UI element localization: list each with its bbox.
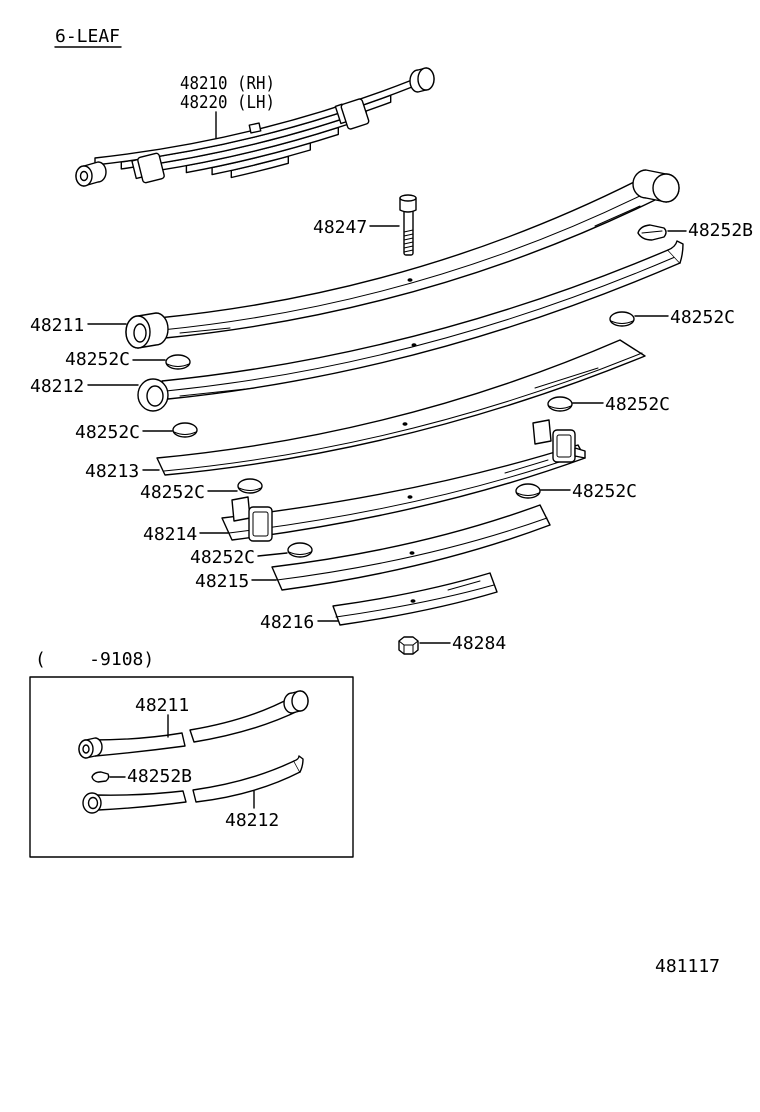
callout-48212: 48212: [30, 376, 84, 397]
inset-panel: 48211 48252B 48212: [29, 676, 354, 858]
assembly-left-clamp: [131, 152, 165, 184]
spring-clip: [637, 224, 667, 241]
callout-assembly-rh: 48210 (RH): [180, 73, 275, 94]
silencer-pad: [165, 354, 191, 370]
silencer-pad: [547, 396, 573, 412]
leaf-48211: [125, 169, 680, 349]
callout-48214: 48214: [143, 524, 197, 545]
callout-48252c: 48252C: [670, 307, 735, 328]
callout-48252c: 48252C: [140, 482, 205, 503]
center-hole: [409, 551, 415, 555]
leaf-spring-assembly: [75, 67, 435, 187]
leaf-48213: [156, 339, 646, 476]
inset-callout-48252b: 48252B: [127, 766, 192, 787]
leaf-48212-eye: [137, 378, 169, 412]
center-hole: [402, 422, 408, 426]
callout-48252c: 48252C: [65, 349, 130, 370]
leaf-48211-rear-eye: [632, 169, 680, 203]
center-bolt-nut: [398, 636, 419, 655]
leaf-48212: [137, 240, 684, 412]
inset-frame: [29, 676, 354, 858]
inset-leaf-48211: [78, 690, 309, 759]
assembly-right-clamp: [334, 98, 370, 130]
leaf-48216: [332, 572, 498, 626]
center-bolt-head: [248, 122, 262, 134]
leader-line: [257, 552, 288, 557]
leaf-48214-right-clamp: [532, 419, 586, 463]
center-hole: [410, 599, 416, 603]
inset-spring-clip: [91, 771, 110, 783]
callout-48252c: 48252C: [572, 481, 637, 502]
leaf-48214-left-clamp: [231, 496, 273, 542]
callout-48252b: 48252B: [688, 220, 753, 241]
variant-heading: 6-LEAF: [54, 26, 122, 48]
silencer-pad: [515, 483, 541, 499]
callout-48252c: 48252C: [190, 547, 255, 568]
leaf-48211-front-eye: [125, 312, 169, 349]
silencer-pad: [172, 422, 198, 438]
inset-callout-48212: 48212: [225, 810, 279, 831]
silencer-pad: [287, 542, 313, 558]
center-hole: [407, 495, 413, 499]
applicability-range: ( -9108): [35, 649, 154, 670]
callout-assembly-lh: 48220 (LH): [180, 92, 275, 113]
callout-48215: 48215: [195, 571, 249, 592]
callout-48284: 48284: [452, 633, 506, 654]
callout-48247: 48247: [313, 217, 367, 238]
assembly-right-eye: [409, 67, 435, 93]
center-hole: [411, 343, 417, 347]
callout-48252c: 48252C: [605, 394, 670, 415]
callout-48252c: 48252C: [75, 422, 140, 443]
assembly-left-eye: [75, 161, 107, 187]
inset-leaf-48212: [82, 755, 304, 814]
leaf-count-label: 6-LEAF: [55, 26, 120, 47]
center-hole: [407, 278, 413, 282]
leaf-48214: [221, 419, 586, 542]
inset-callout-48211: 48211: [135, 695, 189, 716]
callout-48211: 48211: [30, 315, 84, 336]
figure-number: 481117: [655, 956, 720, 977]
silencer-pad: [609, 311, 635, 327]
callout-48216: 48216: [260, 612, 314, 633]
center-bolt: [399, 194, 417, 256]
silencer-pad: [237, 478, 263, 494]
callout-48213: 48213: [85, 461, 139, 482]
leaf-48215: [271, 504, 551, 591]
